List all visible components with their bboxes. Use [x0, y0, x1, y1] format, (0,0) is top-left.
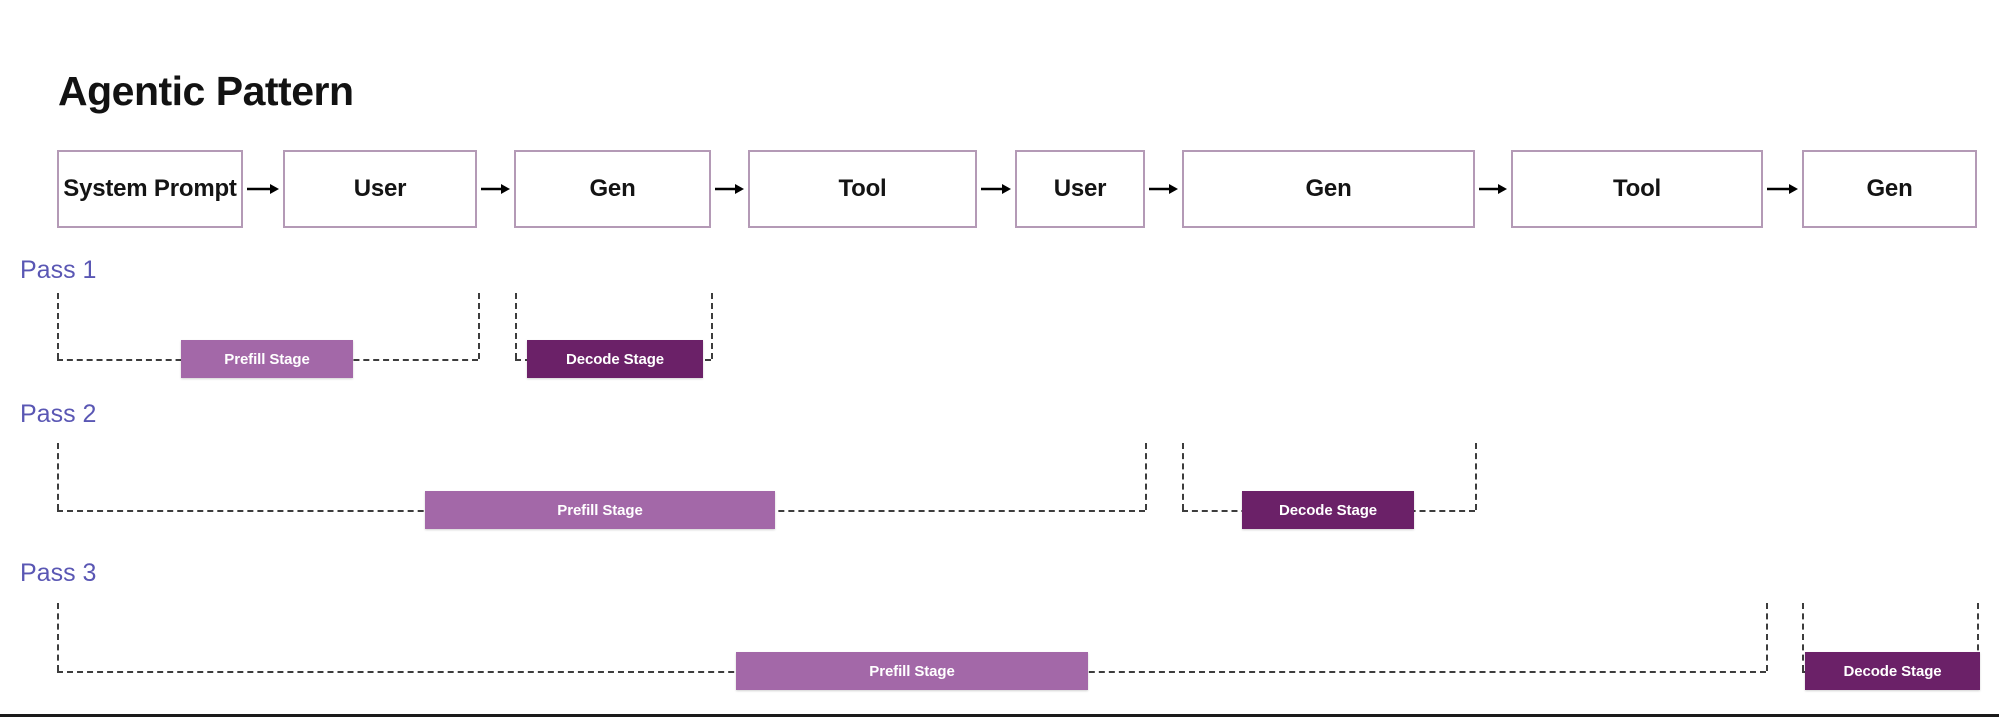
stage-bar-label: Decode Stage [1279, 501, 1377, 519]
flow-box-label: Tool [1612, 175, 1662, 202]
pass-3-prefill-left-tick [57, 603, 59, 671]
flow-arrow-icon-4 [1149, 184, 1178, 194]
pass-3-decode-right-tick [1977, 603, 1979, 671]
pass-label-3: Pass 3 [20, 559, 97, 587]
pass-3-decode-stage-bar[interactable]: Decode Stage [1805, 652, 1980, 690]
pass-3-decode-left-tick [1802, 603, 1804, 671]
page-title: Agentic Pattern [58, 68, 354, 114]
flow-box-label: User [1053, 175, 1107, 202]
stage-bar-label: Decode Stage [566, 350, 664, 368]
pass-2-prefill-stage-bar[interactable]: Prefill Stage [425, 491, 775, 529]
pass-2-decode-stage-bar[interactable]: Decode Stage [1242, 491, 1414, 529]
flow-box-label: System Prompt [63, 175, 237, 202]
flow-box-gen-7[interactable]: Gen [1802, 150, 1977, 228]
pass-2-decode-right-tick [1475, 443, 1477, 510]
flow-box-gen-2[interactable]: Gen [514, 150, 711, 228]
stage-bar-label: Prefill Stage [224, 350, 310, 368]
flow-box-label: Gen [589, 175, 636, 202]
pass-3-prefill-stage-bar[interactable]: Prefill Stage [736, 652, 1088, 690]
flow-arrow-icon-2 [715, 184, 744, 194]
stage-bar-label: Prefill Stage [869, 662, 955, 680]
pass-1-decode-left-tick [515, 293, 517, 359]
flow-box-user-4[interactable]: User [1015, 150, 1145, 228]
pass-1-prefill-right-tick [478, 293, 480, 359]
pipeline-flow-row: System Prompt User Gen Tool User Gen Tool Gen [0, 0, 1999, 228]
pass-1-decode-right-tick [711, 293, 713, 359]
pass-label-1: Pass 1 [20, 256, 97, 284]
pass-2-prefill-left-tick [57, 443, 59, 510]
flow-arrow-icon-3 [981, 184, 1011, 194]
flow-box-gen-5[interactable]: Gen [1182, 150, 1475, 228]
flow-box-system-prompt-0[interactable]: System Prompt [57, 150, 243, 228]
flow-arrow-icon-1 [481, 184, 510, 194]
flow-box-user-1[interactable]: User [283, 150, 477, 228]
flow-box-label: Gen [1305, 175, 1352, 202]
flow-box-tool-3[interactable]: Tool [748, 150, 977, 228]
flow-arrow-icon-0 [247, 184, 279, 194]
flow-arrow-icon-6 [1767, 184, 1798, 194]
pass-2-prefill-right-tick [1145, 443, 1147, 510]
pass-1-prefill-left-tick [57, 293, 59, 359]
pass-1-prefill-stage-bar[interactable]: Prefill Stage [181, 340, 353, 378]
flow-box-tool-6[interactable]: Tool [1511, 150, 1763, 228]
pass-label-2: Pass 2 [20, 400, 97, 428]
flow-box-label: Tool [838, 175, 887, 202]
stage-bar-label: Decode Stage [1843, 662, 1942, 680]
bottom-rule [0, 714, 1999, 717]
pass-2-decode-left-tick [1182, 443, 1184, 510]
stage-bar-label: Prefill Stage [557, 501, 643, 519]
flow-arrow-icon-5 [1479, 184, 1507, 194]
flow-box-label: Gen [1866, 175, 1913, 202]
pass-1-decode-stage-bar[interactable]: Decode Stage [527, 340, 703, 378]
flow-box-label: User [353, 175, 407, 202]
pass-3-prefill-right-tick [1766, 603, 1768, 671]
